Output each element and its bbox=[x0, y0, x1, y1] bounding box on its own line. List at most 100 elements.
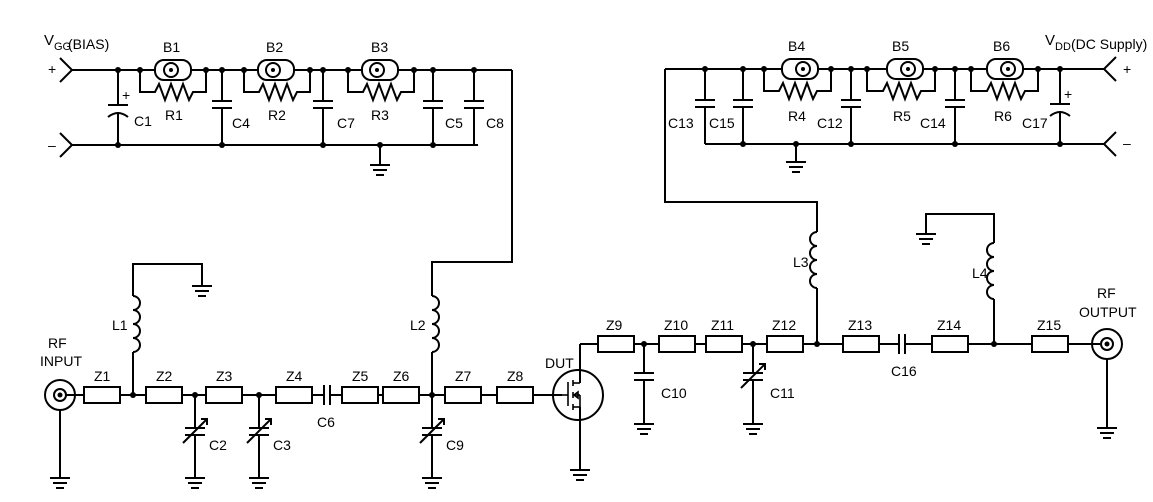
c9-label: C9 bbox=[446, 437, 464, 453]
b5-label: B5 bbox=[892, 38, 909, 54]
resistor-r5 bbox=[866, 69, 936, 102]
vdd-minus-terminal bbox=[1102, 131, 1117, 157]
line-z2 bbox=[145, 386, 183, 404]
c1-label: C1 bbox=[134, 113, 152, 129]
gate-bias-network: + C1 B1 R1 C4 B2 R2 C7 B3 bbox=[59, 39, 513, 292]
z8-label: Z8 bbox=[507, 368, 524, 384]
c12-label: C12 bbox=[817, 115, 843, 131]
rf-output-label-1: RF bbox=[1097, 285, 1116, 301]
z14-label: Z14 bbox=[937, 317, 961, 333]
svg-text:+: + bbox=[122, 87, 130, 103]
z12-label: Z12 bbox=[772, 317, 796, 333]
vdd-description: (DC Supply) bbox=[1071, 36, 1147, 52]
z10-label: Z10 bbox=[664, 317, 688, 333]
vdd-minus-sign: – bbox=[1123, 135, 1131, 151]
c15-label: C15 bbox=[709, 115, 735, 131]
vgg-minus-sign: – bbox=[48, 137, 56, 153]
line-z1 bbox=[83, 386, 121, 404]
line-z14 bbox=[931, 335, 969, 353]
line-z8 bbox=[496, 386, 534, 404]
c6-label: C6 bbox=[317, 414, 335, 430]
drain-supply-network: C13 C15 B4 R4 C12 B5 R5 C14 bbox=[664, 38, 1117, 228]
dut-label: DUT bbox=[545, 355, 574, 371]
line-z3 bbox=[205, 386, 243, 404]
rf-input-connector: RF INPUT bbox=[40, 335, 82, 489]
vdd-terminal-label: V DD (DC Supply) + – bbox=[1045, 32, 1147, 151]
input-matching-network: Z1 Z2 Z3 Z4 C6 Z5 Z6 Z7 Z8 L1 bbox=[66, 263, 562, 489]
l4-label: L4 bbox=[972, 265, 988, 281]
rf-input-label-1: RF bbox=[48, 335, 67, 351]
trimmer-capacitor-c2 bbox=[182, 418, 208, 444]
r4-label: R4 bbox=[788, 108, 806, 124]
vdd-plus-terminal bbox=[1102, 56, 1117, 82]
z2-label: Z2 bbox=[156, 368, 173, 384]
b6-label: B6 bbox=[993, 38, 1010, 54]
rf-output-connector: RF OUTPUT bbox=[1079, 285, 1137, 439]
output-matching-network: Z9 Z10 Z11 Z12 Z13 C16 Z14 Z15 C10 bbox=[580, 213, 1100, 435]
z4-label: Z4 bbox=[286, 368, 303, 384]
c10-label: C10 bbox=[661, 385, 687, 401]
z5-label: Z5 bbox=[352, 368, 369, 384]
vgg-plus-sign: + bbox=[48, 61, 56, 77]
trimmer-capacitor-c11 bbox=[740, 363, 766, 389]
resistor-r2 bbox=[243, 70, 311, 103]
inductor-l2 bbox=[431, 295, 440, 353]
l2-label: L2 bbox=[410, 317, 426, 333]
b4-label: B4 bbox=[788, 38, 805, 54]
r5-label: R5 bbox=[893, 108, 911, 124]
l1-label: L1 bbox=[112, 317, 128, 333]
r1-label: R1 bbox=[165, 107, 183, 123]
z1-label: Z1 bbox=[94, 368, 111, 384]
rf-input-label-2: INPUT bbox=[40, 353, 82, 369]
c14-label: C14 bbox=[920, 115, 946, 131]
vgg-plus-terminal bbox=[59, 57, 74, 83]
c5-label: C5 bbox=[445, 115, 463, 131]
line-z4 bbox=[275, 386, 313, 404]
vdd-subscript: DD bbox=[1055, 41, 1071, 53]
resistor-r3 bbox=[347, 70, 415, 103]
vdd-plus-sign: + bbox=[1123, 61, 1131, 77]
c3-label: C3 bbox=[273, 437, 291, 453]
svg-text:+: + bbox=[1064, 86, 1072, 102]
r2-label: R2 bbox=[268, 107, 286, 123]
line-z10 bbox=[658, 335, 696, 353]
b1-label: B1 bbox=[163, 39, 180, 55]
c2-label: C2 bbox=[209, 437, 227, 453]
inductor-l4 bbox=[986, 242, 995, 300]
vgg-minus-terminal bbox=[59, 132, 74, 158]
c11-label: C11 bbox=[770, 385, 795, 401]
vgg-description: (BIAS) bbox=[68, 36, 109, 52]
b2-label: B2 bbox=[266, 39, 283, 55]
c16-label: C16 bbox=[891, 363, 917, 379]
c8-label: C8 bbox=[486, 115, 504, 131]
vgg-subscript: GG bbox=[54, 41, 71, 53]
c7-label: C7 bbox=[337, 115, 355, 131]
l3-label: L3 bbox=[793, 254, 809, 270]
r6-label: R6 bbox=[994, 108, 1012, 124]
c4-label: C4 bbox=[232, 115, 250, 131]
rf-output-label-2: OUTPUT bbox=[1079, 304, 1137, 320]
line-z7 bbox=[444, 386, 482, 404]
z7-label: Z7 bbox=[455, 368, 472, 384]
resistor-r4 bbox=[763, 69, 832, 102]
resistor-r1 bbox=[139, 70, 207, 103]
inductor-l1 bbox=[132, 295, 141, 353]
z15-label: Z15 bbox=[1037, 317, 1061, 333]
c13-label: C13 bbox=[668, 115, 694, 131]
r3-label: R3 bbox=[371, 107, 389, 123]
line-z15 bbox=[1031, 335, 1069, 353]
z3-label: Z3 bbox=[216, 368, 233, 384]
c17-label: C17 bbox=[1022, 115, 1048, 131]
trimmer-capacitor-c3 bbox=[246, 418, 272, 444]
line-z12 bbox=[766, 335, 804, 353]
b3-label: B3 bbox=[371, 39, 388, 55]
line-z6 bbox=[382, 386, 420, 404]
z11-label: Z11 bbox=[711, 317, 734, 333]
line-z9 bbox=[597, 335, 635, 353]
vdd-label: V bbox=[1045, 32, 1055, 49]
resistor-r6 bbox=[970, 69, 1039, 102]
z9-label: Z9 bbox=[606, 317, 623, 333]
z6-label: Z6 bbox=[393, 368, 410, 384]
vgg-terminal-label: V GG (BIAS) + – bbox=[44, 32, 109, 153]
